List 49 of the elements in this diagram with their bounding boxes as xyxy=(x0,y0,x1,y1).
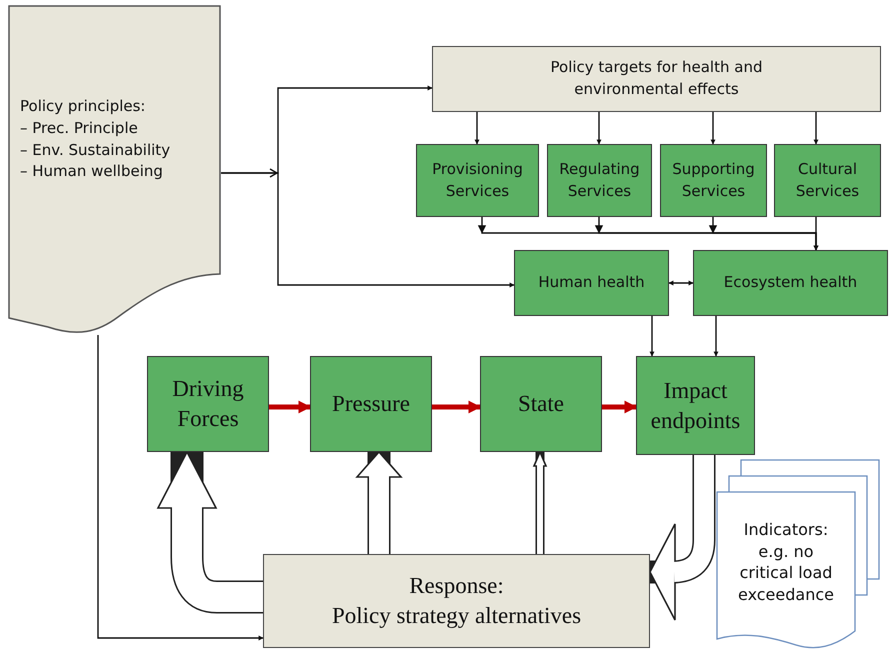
service-box xyxy=(547,144,652,217)
node-label: Policy targets for health and environmental effects xyxy=(550,57,764,100)
process-box xyxy=(480,356,602,452)
process-box xyxy=(310,356,432,452)
block-arrow xyxy=(356,451,402,554)
service-box xyxy=(693,250,888,316)
block-arrow xyxy=(649,455,716,621)
response-box xyxy=(263,554,650,648)
list-item: – Prec. Principle xyxy=(20,118,138,139)
process-box xyxy=(636,356,755,455)
document-shape xyxy=(8,5,221,335)
arrow xyxy=(814,112,818,144)
thick-arrow xyxy=(602,400,638,414)
list-item: – Env. Sustainability xyxy=(20,140,170,160)
list-item: – Human wellbeing xyxy=(20,161,163,182)
node-label: Provisioning Services xyxy=(431,158,524,202)
service-box xyxy=(416,144,539,217)
arrow xyxy=(474,112,480,144)
heading: Policy principles: xyxy=(20,96,146,117)
arrow xyxy=(668,280,694,286)
node-label: Human health xyxy=(538,272,645,294)
arrow xyxy=(596,112,602,144)
process-box xyxy=(147,356,269,452)
node-label: Driving Forces xyxy=(171,375,245,433)
node-label: State xyxy=(518,390,564,418)
node-label: Supporting Services xyxy=(671,158,756,202)
arrow xyxy=(97,335,264,640)
node-label: Ecosystem health xyxy=(724,272,858,294)
block-arrow xyxy=(533,451,547,554)
service-box xyxy=(774,144,881,217)
service-box xyxy=(660,144,767,217)
node-label: Regulating Services xyxy=(558,158,641,202)
arrow xyxy=(814,217,818,250)
node-label: Indicators: e.g. no critical load exceedance xyxy=(737,519,835,606)
service-box xyxy=(514,250,669,316)
arrow xyxy=(710,112,716,144)
arrow xyxy=(714,316,718,356)
node-label: Pressure xyxy=(332,390,410,418)
thick-arrow xyxy=(432,400,482,414)
node-label: Policy strategy alternatives xyxy=(332,602,582,630)
thick-arrow xyxy=(269,400,312,414)
node-label: Cultural Services xyxy=(794,158,860,202)
arrow xyxy=(221,172,514,288)
document-stack xyxy=(716,459,881,650)
target-box xyxy=(432,46,881,112)
node-label: Impact endpoints xyxy=(650,376,742,435)
node-label: Response: xyxy=(409,572,504,600)
arrow xyxy=(650,316,654,356)
block-arrow xyxy=(157,451,263,614)
